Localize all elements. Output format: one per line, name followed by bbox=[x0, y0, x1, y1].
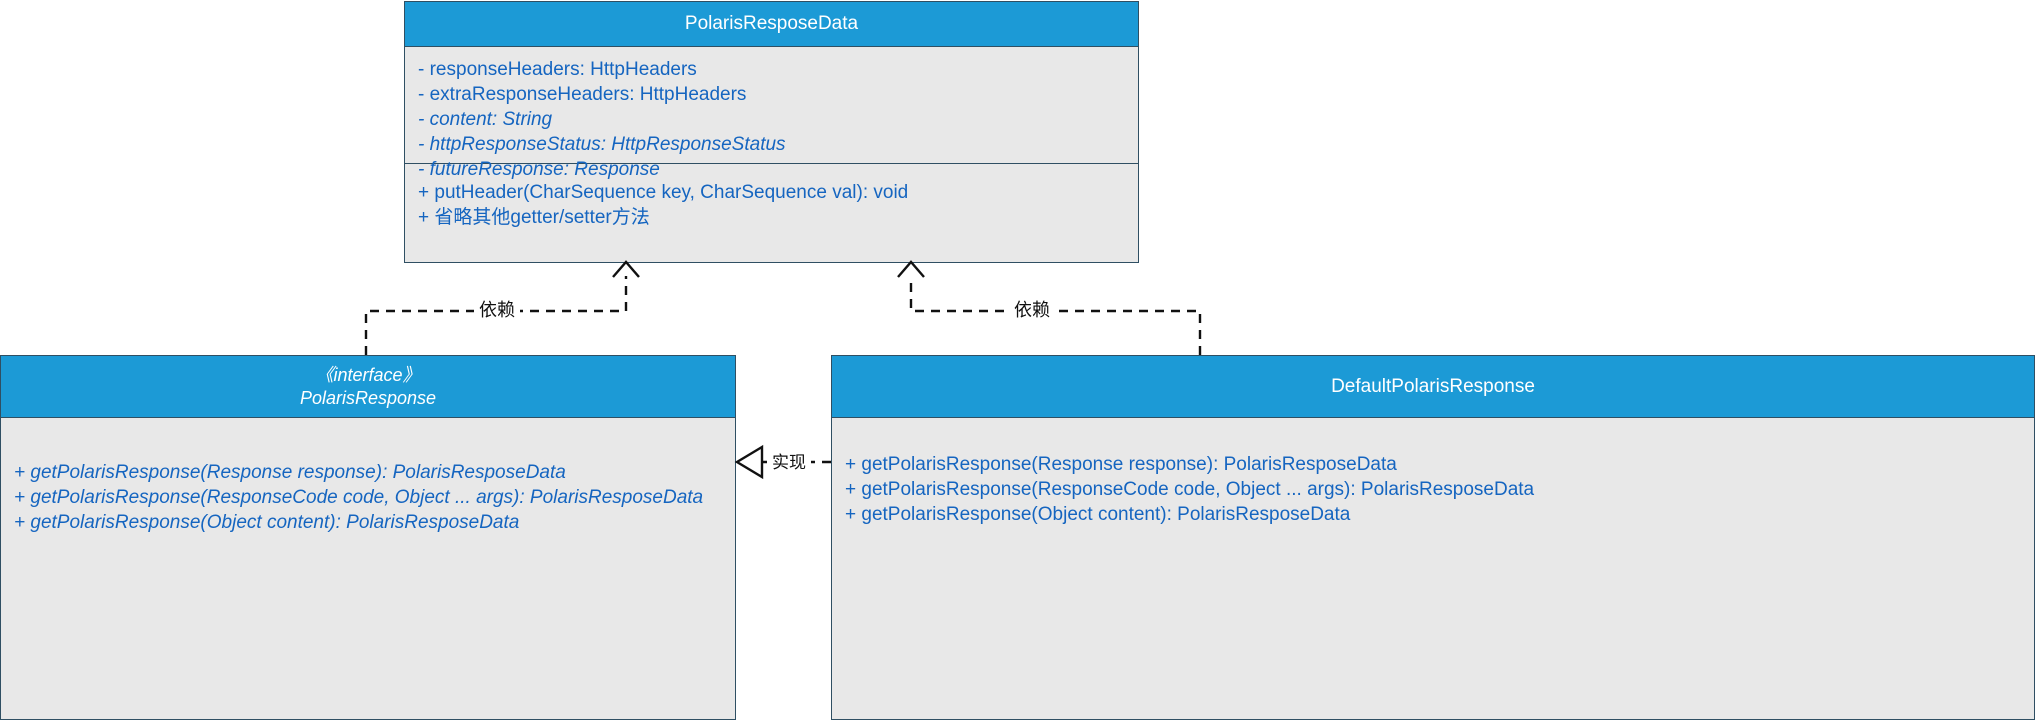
edge-label-dependency-left: 依赖 bbox=[474, 296, 520, 322]
class-stereotype-polaris-response: 《interface》 bbox=[315, 364, 421, 385]
class-title-polaris-response: PolarisResponse bbox=[299, 387, 437, 408]
operations-compartment-polaris-response: + getPolarisResponse(Response response):… bbox=[1, 418, 735, 720]
edge-label-realization: 实现 bbox=[767, 448, 811, 473]
attribute-row: - content: String bbox=[418, 109, 553, 130]
edge-label-dependency-right: 依赖 bbox=[1009, 296, 1055, 322]
operation-row: + getPolarisResponse(ResponseCode code, … bbox=[845, 479, 1535, 500]
operation-row: + getPolarisResponse(ResponseCode code, … bbox=[14, 487, 704, 508]
operations-compartment-polaris-respose-data: + putHeader(CharSequence key, CharSequen… bbox=[405, 163, 1138, 263]
class-title-default-polaris-response: DefaultPolarisResponse bbox=[1331, 375, 1535, 397]
class-box-default-polaris-response[interactable]: DefaultPolarisResponse + getPolarisRespo… bbox=[831, 355, 2035, 720]
operations-compartment-default-polaris-response: + getPolarisResponse(Response response):… bbox=[832, 418, 2034, 720]
class-box-polaris-response[interactable]: 《interface》 PolarisResponse + getPolaris… bbox=[0, 355, 736, 720]
class-box-polaris-respose-data[interactable]: PolarisResposeData - responseHeaders: Ht… bbox=[404, 1, 1139, 263]
operation-row: + putHeader(CharSequence key, CharSequen… bbox=[418, 182, 909, 203]
operation-row: + 省略其他getter/setter方法 bbox=[418, 207, 650, 228]
attributes-compartment-polaris-respose-data: - responseHeaders: HttpHeaders - extraRe… bbox=[405, 47, 1138, 180]
class-header-polaris-respose-data: PolarisResposeData bbox=[405, 2, 1138, 47]
operation-row: + getPolarisResponse(Response response):… bbox=[845, 454, 1397, 475]
attribute-row: - responseHeaders: HttpHeaders bbox=[418, 59, 697, 80]
class-header-polaris-response: 《interface》 PolarisResponse bbox=[1, 356, 735, 418]
class-header-default-polaris-response: DefaultPolarisResponse bbox=[832, 356, 2034, 418]
class-title-polaris-respose-data: PolarisResposeData bbox=[684, 13, 859, 34]
attribute-row: - httpResponseStatus: HttpResponseStatus bbox=[418, 134, 786, 155]
operation-row: + getPolarisResponse(Response response):… bbox=[14, 462, 566, 483]
attribute-row: - extraResponseHeaders: HttpHeaders bbox=[418, 84, 747, 105]
operation-row: + getPolarisResponse(Object content): Po… bbox=[14, 512, 520, 533]
attribute-row: - futureResponse: Response bbox=[418, 159, 660, 180]
operation-row: + getPolarisResponse(Object content): Po… bbox=[845, 504, 1351, 525]
